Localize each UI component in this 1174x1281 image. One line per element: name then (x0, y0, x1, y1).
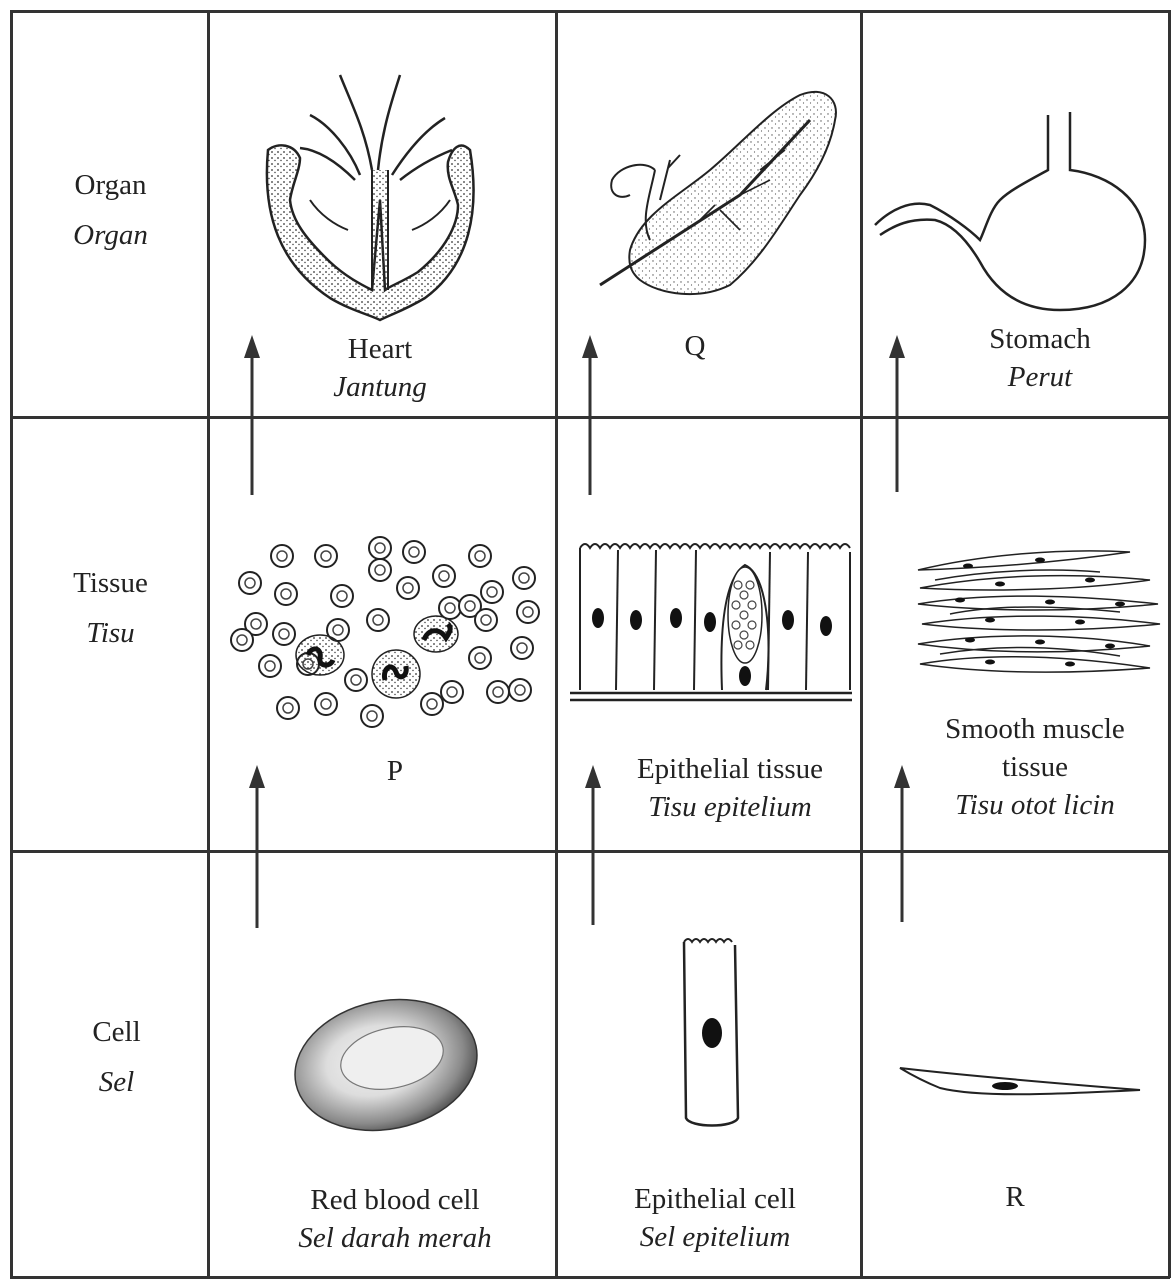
r-label-text: R (960, 1178, 1070, 1216)
r-label: R (960, 1178, 1070, 1216)
red-blood-cell-label-ms: Sel darah merah (250, 1219, 540, 1257)
epithelial-cell-label-ms: Sel epitelium (590, 1218, 840, 1256)
red-blood-cell-label-en: Red blood cell (250, 1181, 540, 1219)
red-blood-cell-label: Red blood cell Sel darah merah (250, 1181, 540, 1257)
epithelial-cell-label-en: Epithelial cell (590, 1180, 840, 1218)
epithelial-cell-label: Epithelial cell Sel epitelium (590, 1180, 840, 1256)
